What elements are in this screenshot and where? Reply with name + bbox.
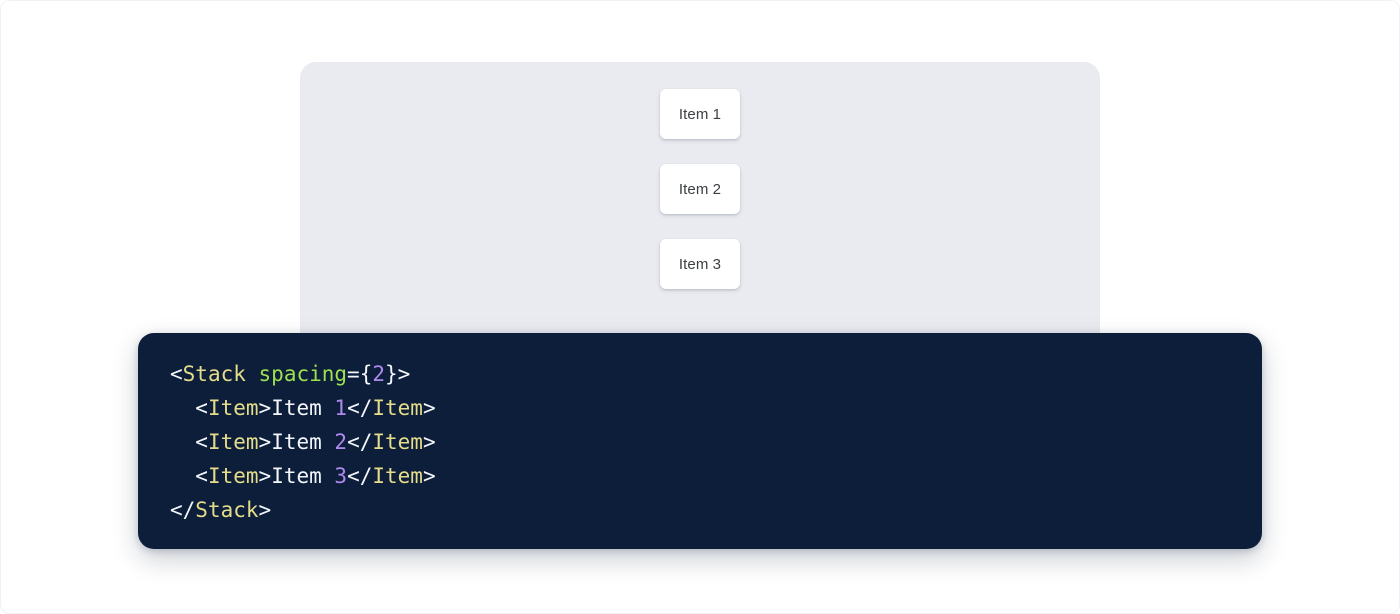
code-token-num: 2 xyxy=(334,430,348,454)
code-token-punct: > xyxy=(258,430,272,454)
code-token-tag: Item xyxy=(372,396,423,420)
stack-item[interactable]: Item 3 xyxy=(660,239,740,289)
preview-panel: Item 1 Item 2 Item 3 xyxy=(300,62,1100,334)
code-token-punct: > xyxy=(422,396,436,420)
code-token-plain: Item xyxy=(271,396,335,420)
code-token-punct: > xyxy=(258,396,272,420)
code-line: <Item>Item 1</Item> xyxy=(170,391,1262,425)
code-token-punct: > xyxy=(422,464,436,488)
code-token-tag: Item xyxy=(207,396,259,420)
code-token-punct: }> xyxy=(385,362,411,386)
code-token-punct: > xyxy=(258,464,272,488)
code-token-tag: Item xyxy=(372,464,423,488)
stack-item-label: Item 3 xyxy=(678,255,722,273)
code-token-plain xyxy=(170,396,195,420)
code-token-plain: Item xyxy=(271,464,335,488)
code-token-plain xyxy=(246,362,259,386)
code-token-num: 3 xyxy=(334,464,348,488)
code-token-tag: Item xyxy=(207,464,259,488)
code-token-plain xyxy=(170,464,195,488)
code-snippet-card: <Stack spacing={2}> <Item>Item 1</Item> … xyxy=(138,333,1262,549)
stack-item[interactable]: Item 1 xyxy=(660,89,740,139)
stack-item[interactable]: Item 2 xyxy=(660,164,740,214)
code-token-punct: </ xyxy=(347,464,373,488)
code-token-tag: Item xyxy=(372,430,423,454)
code-token-punct: </ xyxy=(347,396,373,420)
code-block[interactable]: <Stack spacing={2}> <Item>Item 1</Item> … xyxy=(138,333,1262,527)
code-token-punct: < xyxy=(195,396,208,420)
code-token-attr: spacing xyxy=(258,362,348,386)
code-token-punct: < xyxy=(195,430,208,454)
code-line: <Stack spacing={2}> xyxy=(170,357,1262,391)
code-token-punct: > xyxy=(422,430,436,454)
code-token-tag: Item xyxy=(207,430,259,454)
stack-item-label: Item 2 xyxy=(678,180,722,198)
code-token-tag: Stack xyxy=(195,498,259,522)
code-token-plain: Item xyxy=(271,430,335,454)
code-line: <Item>Item 3</Item> xyxy=(170,459,1262,493)
code-token-punct: </ xyxy=(170,498,196,522)
code-token-punct: > xyxy=(258,498,272,522)
code-token-punct: < xyxy=(195,464,208,488)
code-token-punct: </ xyxy=(347,430,373,454)
code-line: </Stack> xyxy=(170,493,1262,527)
code-line: <Item>Item 2</Item> xyxy=(170,425,1262,459)
code-token-num: 1 xyxy=(334,396,348,420)
code-token-plain xyxy=(170,430,195,454)
stack-item-label: Item 1 xyxy=(678,105,722,123)
code-token-num: 2 xyxy=(372,362,385,386)
stack-container: Item 1 Item 2 Item 3 xyxy=(300,62,1100,289)
code-token-punct: < xyxy=(170,362,183,386)
code-token-punct: ={ xyxy=(347,362,373,386)
code-token-tag: Stack xyxy=(182,362,246,386)
